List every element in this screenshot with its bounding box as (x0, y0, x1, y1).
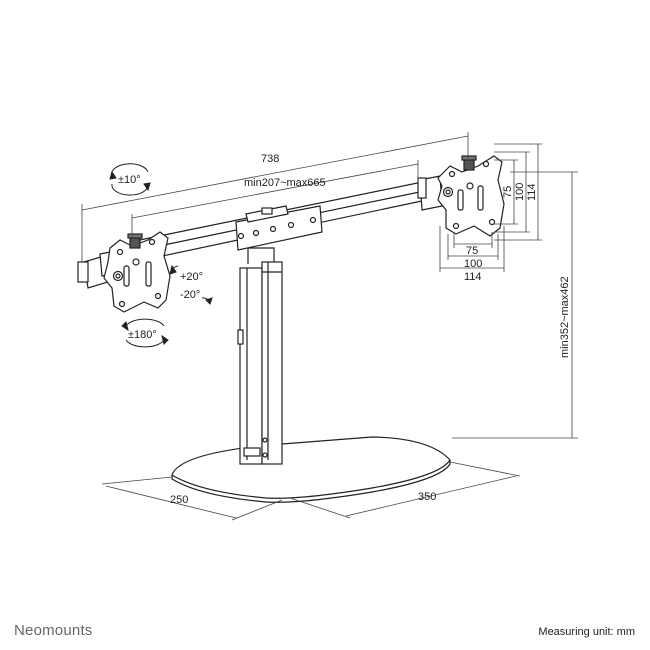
measuring-unit-label: Measuring unit: mm (538, 626, 635, 638)
base-plate (171, 436, 451, 503)
column (237, 247, 283, 465)
dim-vesa-h-75: 75 (466, 245, 478, 257)
brand-logo: Neomounts (14, 622, 93, 639)
dimension-width (81, 132, 469, 262)
arm-bar (129, 179, 437, 266)
dim-vesa-v-100: 100 (514, 183, 526, 201)
label-rotate: ±180° (128, 329, 157, 341)
dim-arm-range: min207~max665 (244, 177, 326, 189)
vesa-plate-right (417, 155, 505, 237)
vesa-plate-left (77, 231, 171, 313)
rotate-indicator-icon (121, 318, 169, 348)
dimension-height (452, 171, 578, 439)
tilt-updown-indicator-icon (169, 264, 213, 305)
label-tilt: ±10° (118, 174, 141, 186)
dimension-base (101, 461, 521, 521)
dim-total-width: 738 (261, 153, 279, 165)
dim-vesa-v-114: 114 (526, 183, 538, 201)
dim-base-depth: 250 (170, 494, 188, 506)
label-tilt-down: -20° (180, 289, 200, 301)
dim-vesa-h-114: 114 (464, 271, 482, 283)
label-tilt-up: +20° (180, 271, 203, 283)
tilt-indicator-icon (109, 163, 151, 196)
dim-height-range: min352~max462 (559, 276, 571, 358)
dimension-vesa (439, 143, 542, 272)
dim-base-width: 350 (418, 491, 436, 503)
dim-vesa-v-75: 75 (502, 186, 514, 198)
dim-vesa-h-100: 100 (464, 258, 482, 270)
